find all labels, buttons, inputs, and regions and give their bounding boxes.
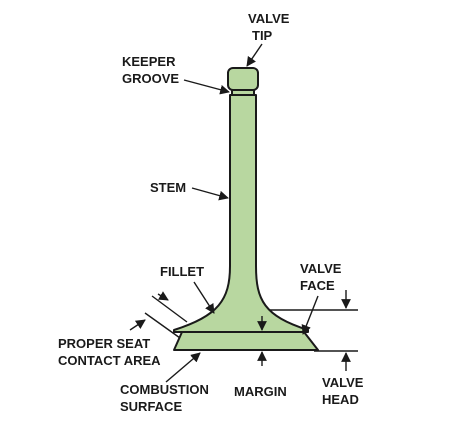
valve-body bbox=[173, 67, 319, 351]
svg-text:FILLET: FILLET bbox=[160, 264, 204, 279]
svg-text:CONTACT AREA: CONTACT AREA bbox=[58, 353, 161, 368]
svg-text:GROOVE: GROOVE bbox=[122, 71, 179, 86]
svg-text:TIP: TIP bbox=[252, 28, 273, 43]
label-valve-face: VALVE FACE bbox=[300, 261, 342, 335]
svg-text:VALVE: VALVE bbox=[322, 375, 364, 390]
label-valve-tip: VALVE TIP bbox=[246, 11, 290, 67]
valve-head-dimension: VALVE HEAD bbox=[270, 290, 364, 407]
svg-text:VALVE: VALVE bbox=[300, 261, 342, 276]
label-combustion-surface: COMBUSTION SURFACE bbox=[120, 352, 209, 414]
svg-text:HEAD: HEAD bbox=[322, 392, 359, 407]
label-stem: STEM bbox=[150, 180, 229, 201]
label-proper-seat-contact-area: PROPER SEAT CONTACT AREA bbox=[58, 291, 188, 368]
stem-shape bbox=[173, 94, 309, 333]
svg-text:KEEPER: KEEPER bbox=[122, 54, 176, 69]
svg-text:FACE: FACE bbox=[300, 278, 335, 293]
svg-text:MARGIN: MARGIN bbox=[234, 384, 287, 399]
label-keeper-groove: KEEPER GROOVE bbox=[122, 54, 230, 95]
svg-text:PROPER SEAT: PROPER SEAT bbox=[58, 336, 150, 351]
svg-text:COMBUSTION: COMBUSTION bbox=[120, 382, 209, 397]
valve-tip-shape bbox=[227, 67, 259, 91]
valve-head-shape bbox=[173, 331, 319, 351]
margin-dimension: MARGIN bbox=[234, 316, 287, 399]
svg-text:STEM: STEM bbox=[150, 180, 186, 195]
svg-text:VALVE: VALVE bbox=[248, 11, 290, 26]
svg-text:SURFACE: SURFACE bbox=[120, 399, 182, 414]
label-fillet: FILLET bbox=[160, 264, 215, 314]
